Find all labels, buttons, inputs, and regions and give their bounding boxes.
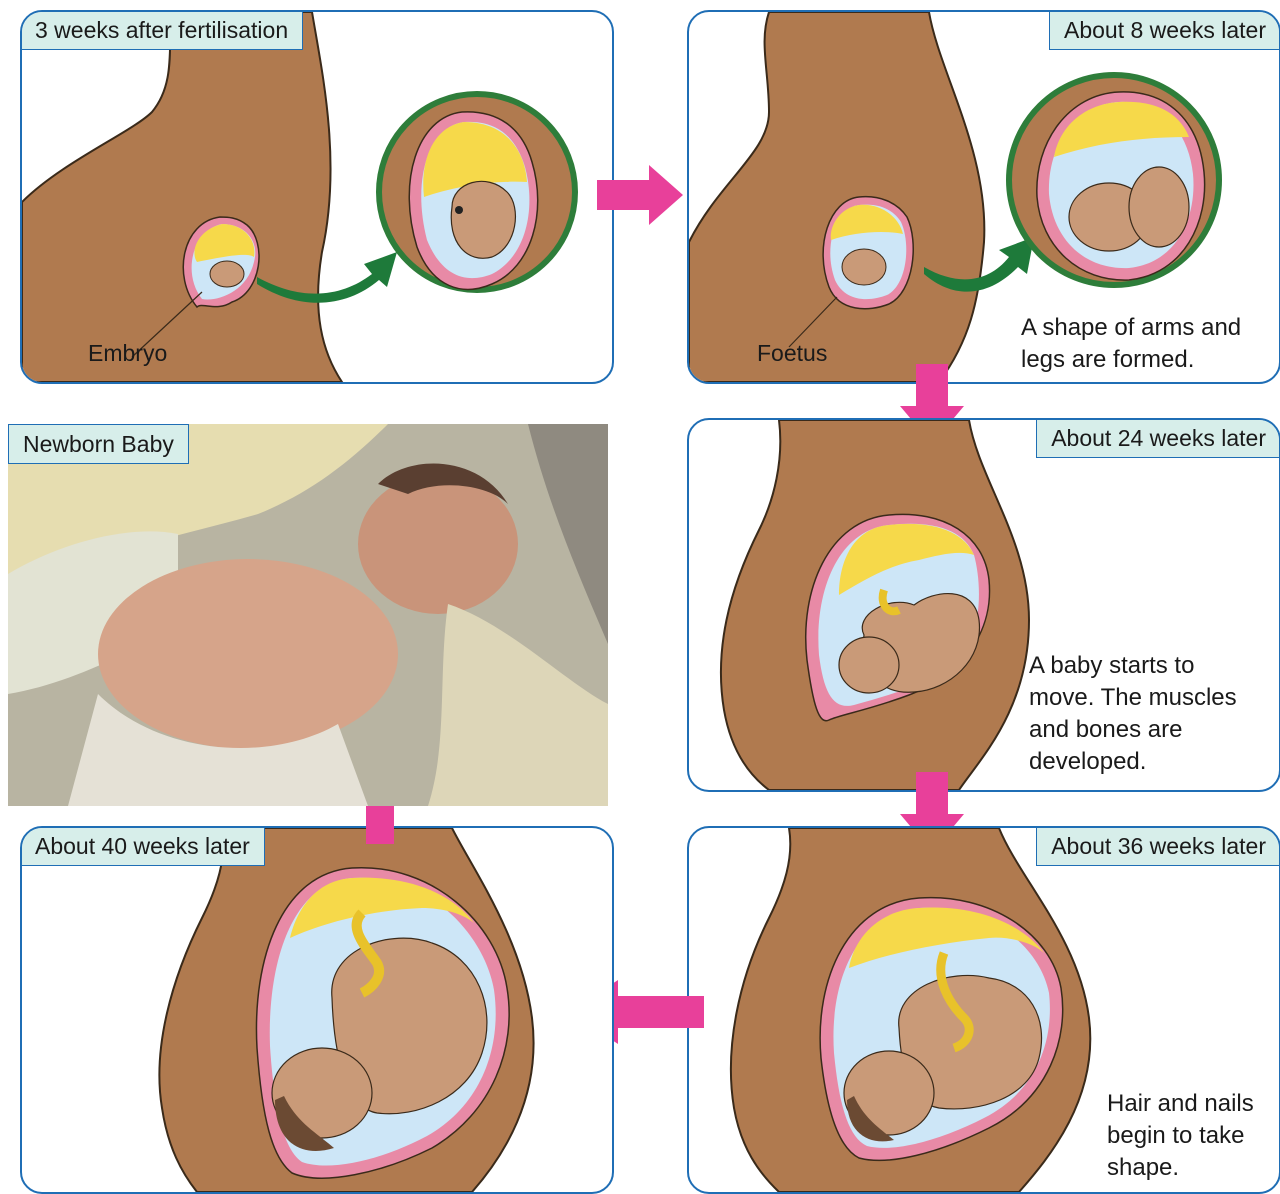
panel-tag: About 40 weeks later — [20, 826, 265, 866]
newborn-photo: Newborn Baby — [8, 424, 608, 806]
panel-40-weeks: About 40 weeks later — [20, 826, 614, 1194]
caption-line-2: begin to take — [1107, 1120, 1244, 1152]
caption-line-1: A baby starts to — [1029, 650, 1194, 682]
small-uterus-foetus — [823, 197, 913, 309]
caption-line-1: Hair and nails — [1107, 1088, 1254, 1120]
caption-line-3: shape. — [1107, 1152, 1179, 1184]
panel-24-weeks: About 24 weeks later A baby starts to mo… — [687, 418, 1280, 792]
foetus-label: Foetus — [757, 340, 827, 367]
panel-tag: 3 weeks after fertilisation — [20, 10, 303, 50]
caption-line-3: and bones are — [1029, 714, 1182, 746]
caption-line-2: move. The muscles — [1029, 682, 1237, 714]
caption-line-4: developed. — [1029, 746, 1146, 778]
belly-illustration — [689, 420, 1279, 790]
panel-tag: About 36 weeks later — [1036, 826, 1280, 866]
panel-tag: About 8 weeks later — [1049, 10, 1280, 50]
caption-line-1: A shape of arms and — [1021, 312, 1241, 344]
zoom-circle-embryo — [379, 94, 575, 290]
newborn-photo-illustration — [8, 424, 608, 806]
embryo-label: Embryo — [88, 340, 167, 367]
belly-illustration — [22, 828, 612, 1192]
caption-line-2: legs are formed. — [1021, 344, 1194, 376]
zoom-circle-foetus — [1009, 75, 1219, 285]
arrow-right-1 — [597, 165, 683, 225]
panel-8-weeks: About 8 weeks later Foetus A shape of ar… — [687, 10, 1280, 384]
panel-3-weeks: 3 weeks after fertilisation Embryo — [20, 10, 614, 384]
panel-36-weeks: About 36 weeks later Hair and nails begi… — [687, 826, 1280, 1194]
panel-tag: About 24 weeks later — [1036, 418, 1280, 458]
belly-illustration — [22, 12, 612, 382]
panel-tag: Newborn Baby — [8, 424, 189, 464]
